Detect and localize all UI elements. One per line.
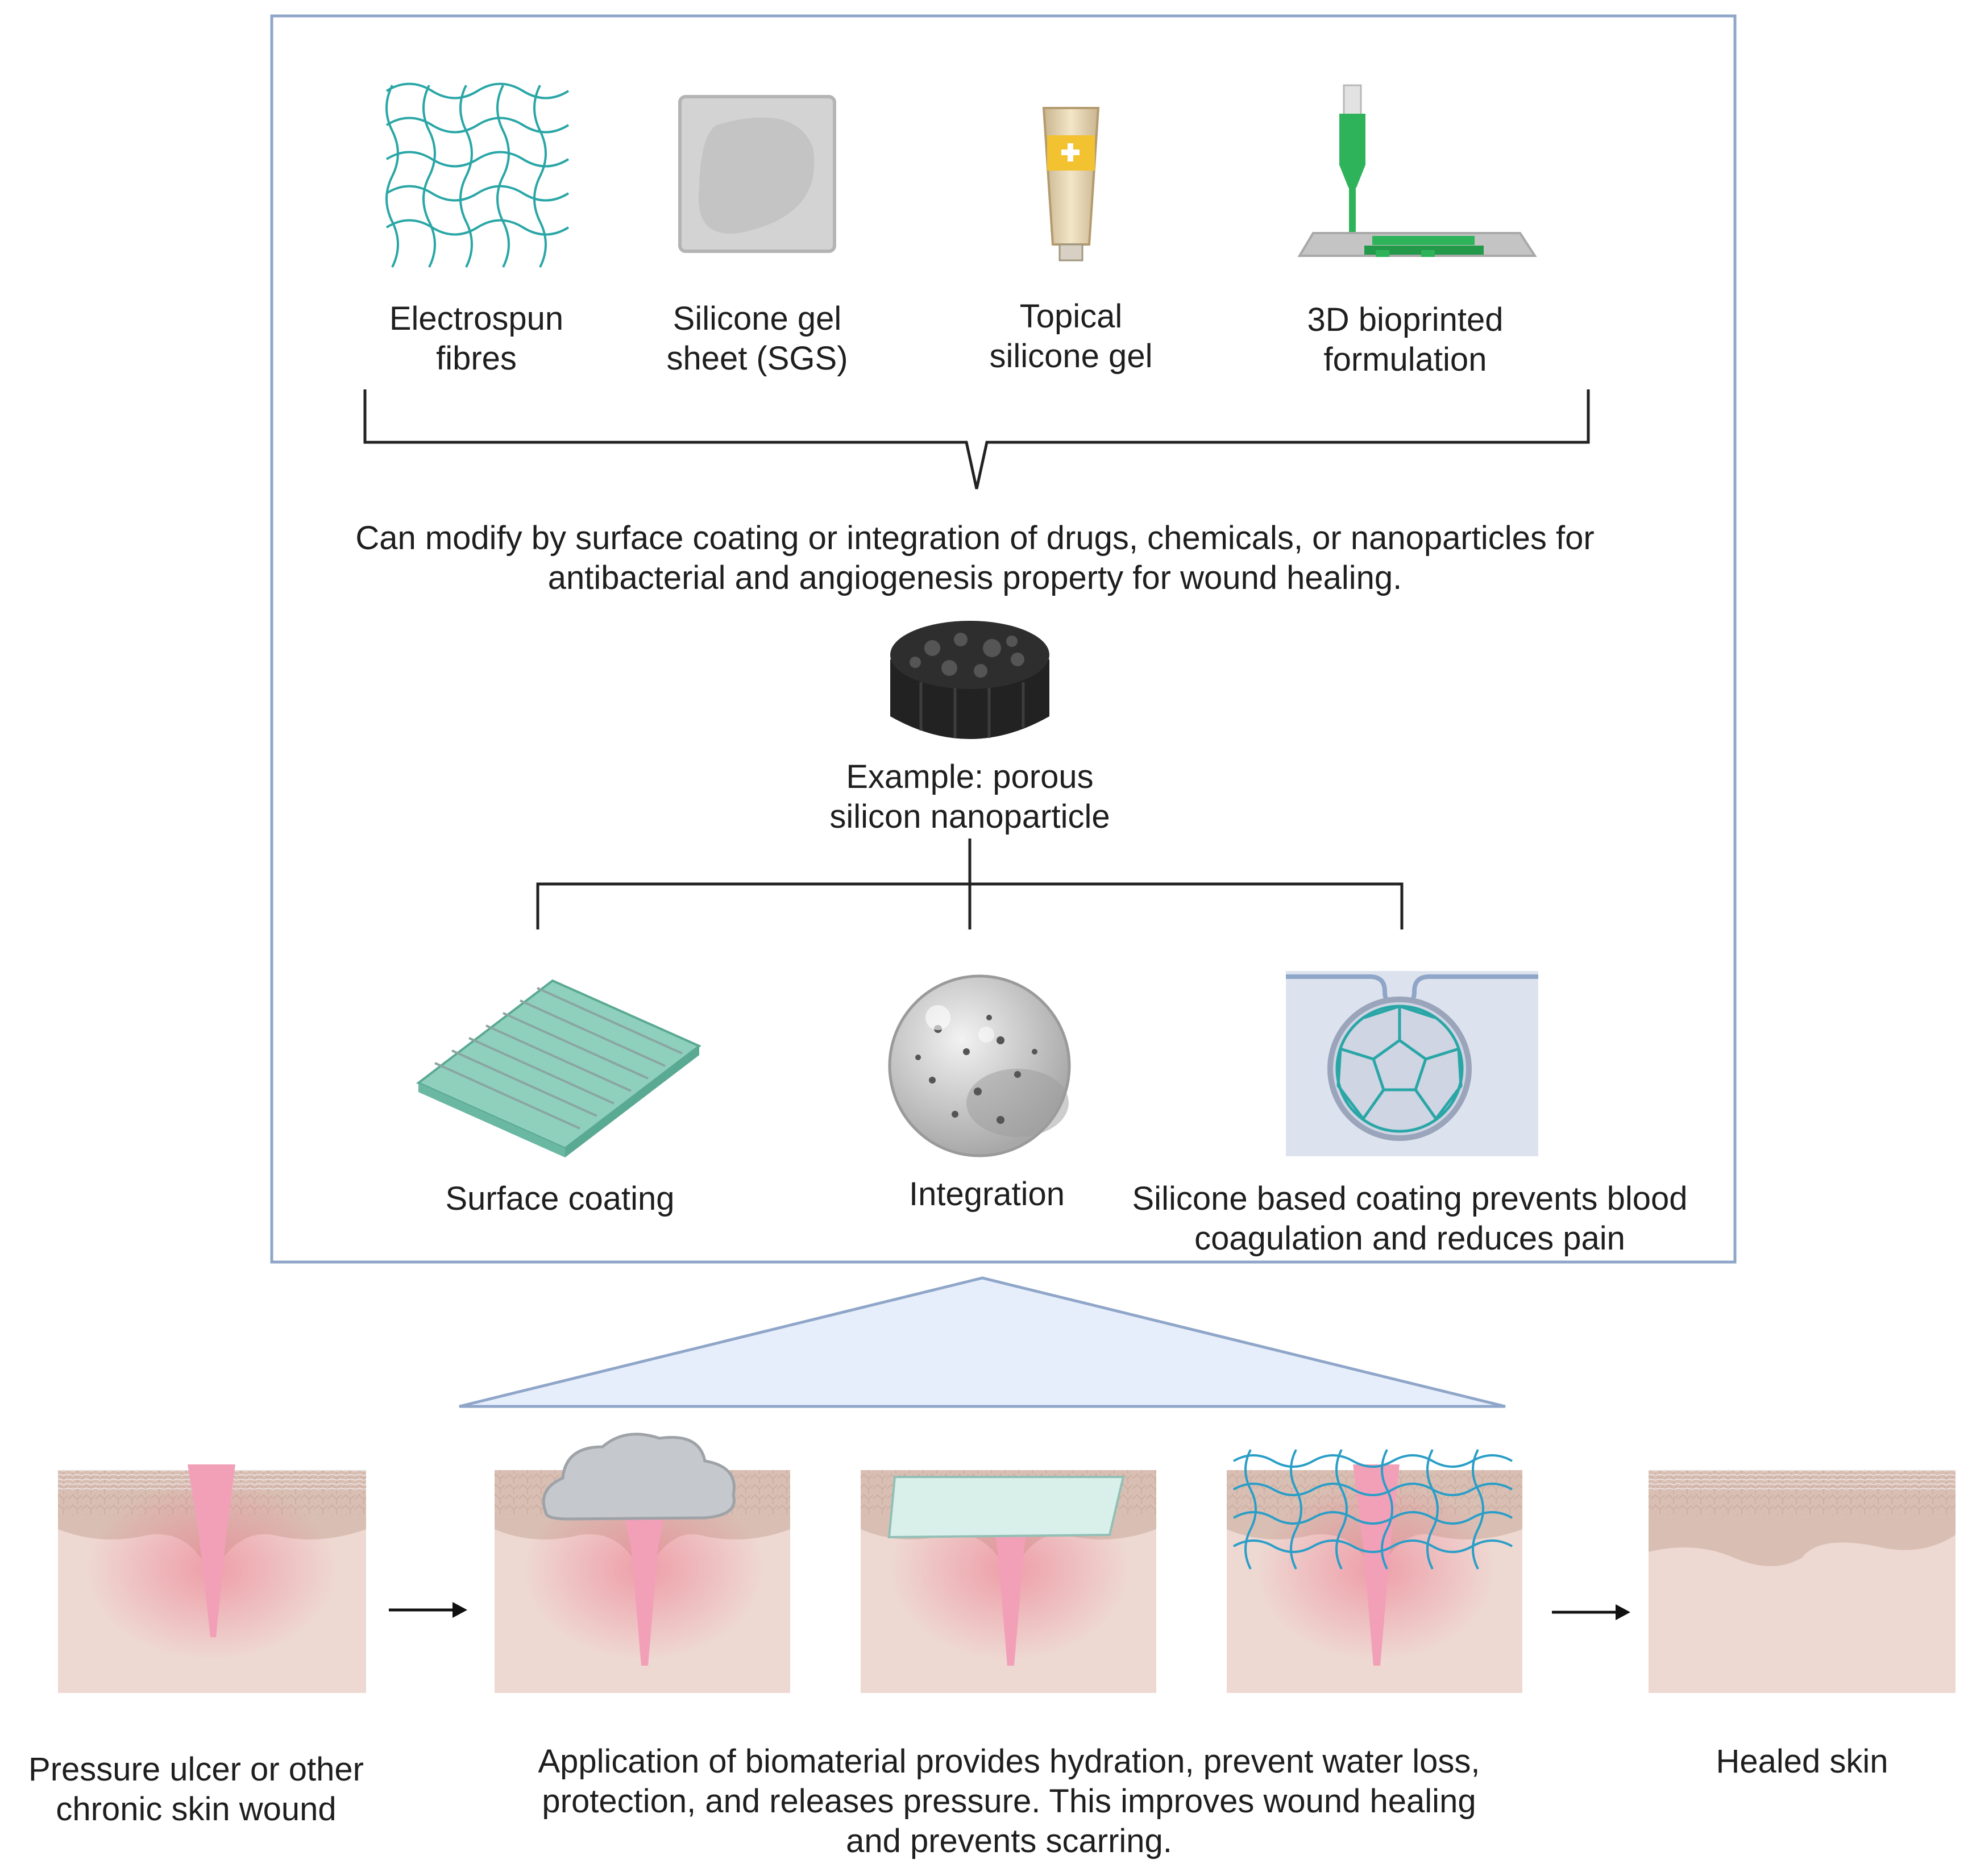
gel-tube-icon <box>1042 107 1100 262</box>
arrow-right-1 <box>389 1602 467 1618</box>
stage-label-end: Healed skin <box>1716 1743 1888 1780</box>
skin-panel-healed <box>1649 1470 1956 1693</box>
stage-label-application: Application of biomaterial provides hydr… <box>538 1743 1480 1860</box>
material-label-bioprinted: 3D bioprinted formulation <box>1307 301 1504 378</box>
material-label-electrospun: Electrospun fibres <box>389 300 564 377</box>
fibre-mesh-icon <box>385 82 570 268</box>
coated-sheet-icon <box>416 979 701 1157</box>
method-label-silicone-coating: Silicone based coating prevents blood co… <box>1132 1180 1688 1257</box>
skin-panel-sheet <box>861 1470 1156 1693</box>
stage-label-start: Pressure ulcer or other chronic skin wou… <box>28 1751 364 1828</box>
bioprinter-icon <box>1297 84 1537 257</box>
arrow-right-2 <box>1552 1604 1630 1620</box>
integrated-particle-icon <box>888 974 1071 1157</box>
main-frame <box>270 14 1737 1264</box>
porous-nanoparticle-icon <box>890 621 1049 739</box>
material-label-topical: Topical silicone gel <box>989 298 1153 375</box>
material-label-sgs: Silicone gel sheet (SGS) <box>666 300 848 377</box>
skin-panel-gel <box>495 1433 790 1693</box>
top-bracket <box>363 389 1590 489</box>
skin-panel-wound <box>58 1464 366 1693</box>
application-triangle <box>459 1276 1506 1408</box>
skin-panel-fibres <box>1227 1449 1522 1693</box>
modification-text: Can modify by surface coating or integra… <box>355 520 1595 596</box>
coated-nanoparticle-icon <box>1286 971 1538 1156</box>
example-label: Example: porous silicon nanoparticle <box>829 758 1110 835</box>
method-label-surface-coating: Surface coating <box>445 1180 675 1217</box>
method-label-integration: Integration <box>908 1176 1065 1213</box>
gel-sheet-icon <box>678 95 836 253</box>
lower-bracket <box>536 839 1404 929</box>
